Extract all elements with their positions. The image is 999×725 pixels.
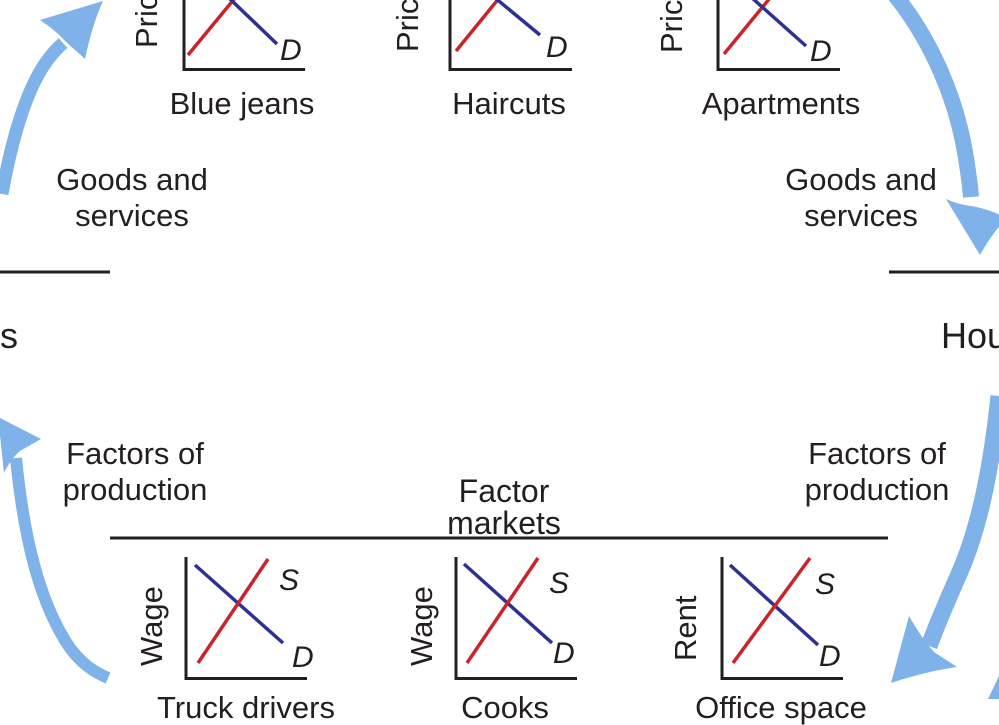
demand-curve-label: D (280, 34, 302, 67)
flow-arrow-bottom-right-head (891, 616, 957, 683)
demand-curve (462, 562, 554, 645)
supply-curve-label: S (549, 567, 570, 600)
market-label-apartments: Apartments (701, 86, 861, 121)
section-title-factor-markets: Factor markets (447, 473, 561, 541)
supply-curve-label: S (279, 564, 300, 597)
demand-curve (751, 0, 808, 48)
supply-curve (186, 0, 236, 57)
flow-label-goods-services-right: Goods and services (785, 162, 937, 233)
demand-curve (728, 563, 820, 647)
demand-curve (193, 563, 285, 645)
y-axis-label-price-1: Price (129, 0, 164, 48)
flow-label-factors-left: Factors of production (62, 436, 208, 507)
supply-curve (196, 558, 270, 664)
flow-label-goods-services-left: Goods and services (56, 162, 208, 233)
market-label-factor-1: Truck drivers (157, 690, 335, 725)
demand-curve-label: D (819, 640, 841, 673)
demand-curve (494, 0, 542, 37)
flow-arrow-top-left-head (40, 1, 103, 59)
flow-arrow-bottom-right-curve (921, 395, 999, 649)
supply-curve (722, 0, 771, 56)
entity-label-firms: Firms (0, 315, 18, 356)
flow-label-factors-right: Factors of production (804, 436, 950, 507)
market-label-blue-jeans: Blue jeans (169, 86, 315, 121)
market-label-factor-2: Cooks (461, 690, 549, 725)
y-axis-label-price-2: Price (390, 0, 425, 52)
entity-label-households: Households (941, 315, 999, 356)
demand-curve (228, 0, 279, 46)
supply-curve-label: S (815, 568, 836, 601)
demand-curve-label: D (553, 637, 575, 670)
flow-arrow-top-right-head (946, 199, 999, 255)
supply-curve (731, 556, 812, 665)
flow-arrow-corner-fragment (988, 676, 999, 699)
demand-curve-label: D (546, 31, 568, 64)
y-axis-label-price-3: Price (654, 0, 689, 53)
y-axis-label-wage-1: Wage (134, 586, 169, 666)
market-label-haircuts: Haircuts (452, 86, 566, 121)
flow-arrow-bottom-left-head (0, 418, 41, 473)
demand-curve-label: D (810, 35, 832, 68)
supply-curve (454, 0, 500, 53)
market-label-factor-3: Office space (695, 690, 867, 725)
y-axis-label-wage-2: Wage (404, 586, 439, 666)
supply-curve (465, 557, 540, 664)
demand-curve-label: D (292, 641, 314, 674)
y-axis-label-rent: Rent (668, 595, 703, 661)
